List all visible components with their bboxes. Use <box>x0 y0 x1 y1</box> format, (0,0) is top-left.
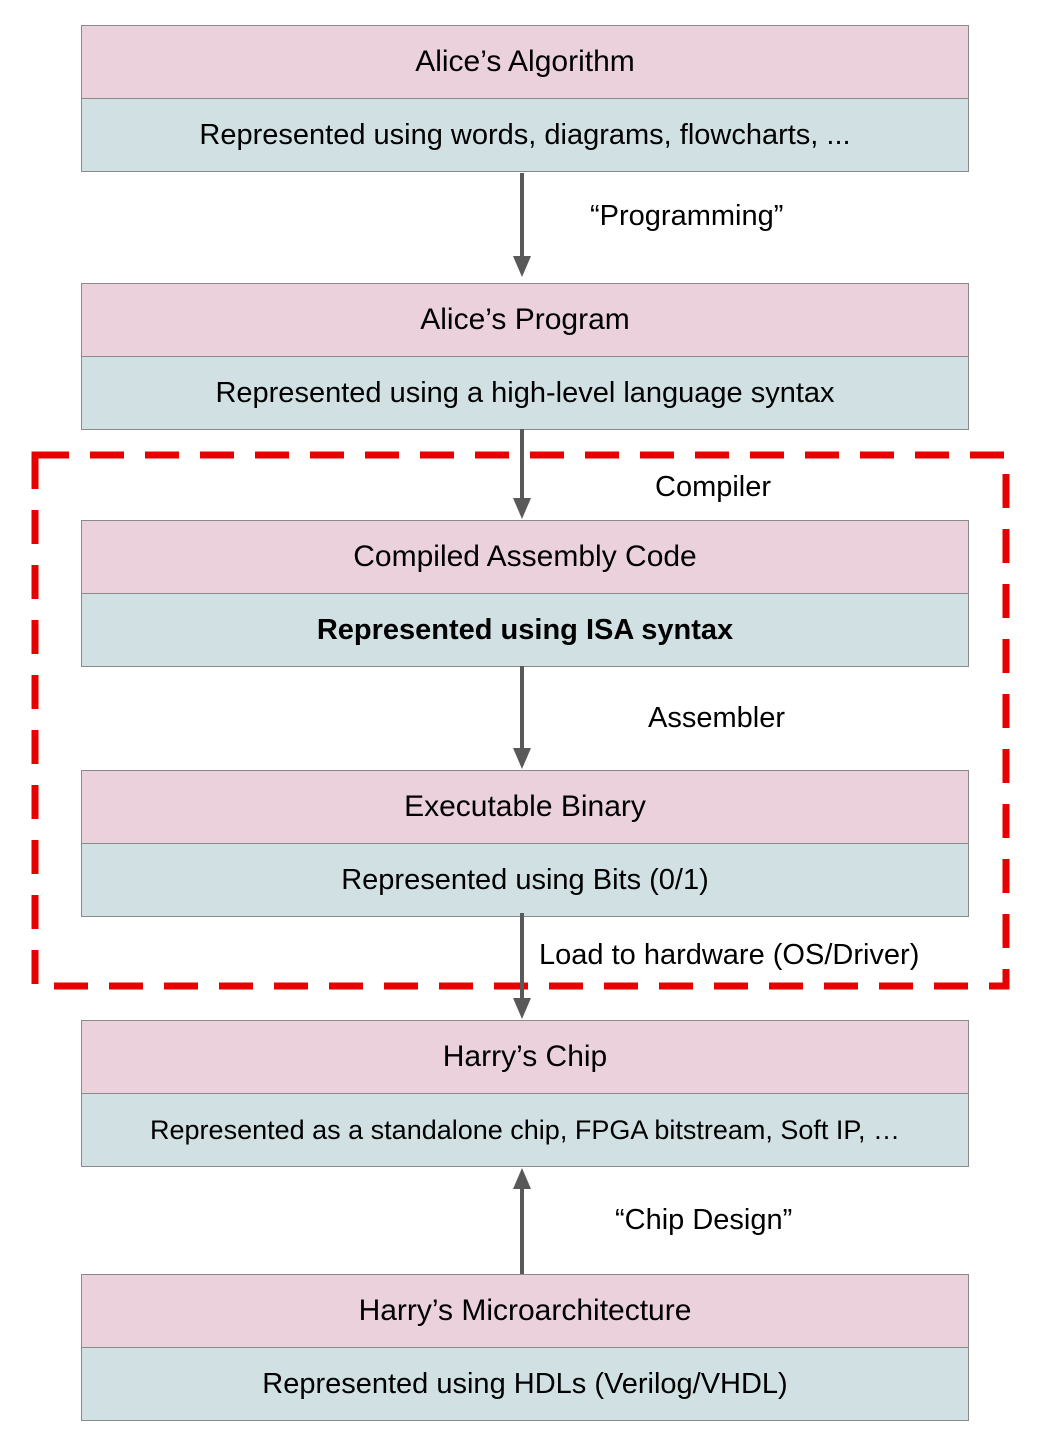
arrow-head <box>513 256 531 277</box>
box-harrys-chip: Harry’s Chip Represented as a standalone… <box>81 1020 969 1167</box>
arrow-head <box>513 748 531 769</box>
box-executable-binary: Executable Binary Represented using Bits… <box>81 770 969 917</box>
box-body: Represented using Bits (0/1) <box>81 843 969 917</box>
arrow-down-icon <box>513 429 531 519</box>
box-body: Represented using ISA syntax <box>81 593 969 667</box>
arrow-head <box>513 498 531 519</box>
box-body: Represented as a standalone chip, FPGA b… <box>81 1093 969 1167</box>
box-body: Represented using HDLs (Verilog/VHDL) <box>81 1347 969 1421</box>
box-title: Harry’s Chip <box>81 1020 969 1094</box>
box-alices-algorithm: Alice’s Algorithm Represented using word… <box>81 25 969 172</box>
box-title: Alice’s Program <box>81 283 969 357</box>
box-harrys-microarchitecture: Harry’s Microarchitecture Represented us… <box>81 1274 969 1421</box>
box-title: Compiled Assembly Code <box>81 520 969 594</box>
arrow-down-icon <box>513 173 531 277</box>
arrow-shaft <box>520 173 524 259</box>
arrow-up-icon <box>513 1168 531 1274</box>
box-title: Harry’s Microarchitecture <box>81 1274 969 1348</box>
arrow-shaft <box>520 1186 524 1274</box>
arrow-down-icon <box>513 913 531 1019</box>
arrow-label-assembler: Assembler <box>648 702 785 734</box>
box-body: Represented using a high-level language … <box>81 356 969 430</box>
arrow-label-compiler: Compiler <box>655 471 772 503</box>
arrow-shaft <box>520 429 524 501</box>
arrow-down-icon <box>513 666 531 769</box>
box-alices-program: Alice’s Program Represented using a high… <box>81 283 969 430</box>
box-compiled-assembly-code: Compiled Assembly Code Represented using… <box>81 520 969 667</box>
arrow-label-programming: “Programming” <box>590 200 784 232</box>
box-title: Executable Binary <box>81 770 969 844</box>
box-title: Alice’s Algorithm <box>81 25 969 99</box>
box-body: Represented using words, diagrams, flowc… <box>81 98 969 172</box>
arrow-label-chip-design: “Chip Design” <box>615 1204 793 1236</box>
arrow-label-load-to-hardware: Load to hardware (OS/Driver) <box>539 939 920 971</box>
arrow-head <box>513 998 531 1019</box>
arrow-shaft <box>520 913 524 1001</box>
arrow-shaft <box>520 666 524 751</box>
arrow-head <box>513 1168 531 1189</box>
